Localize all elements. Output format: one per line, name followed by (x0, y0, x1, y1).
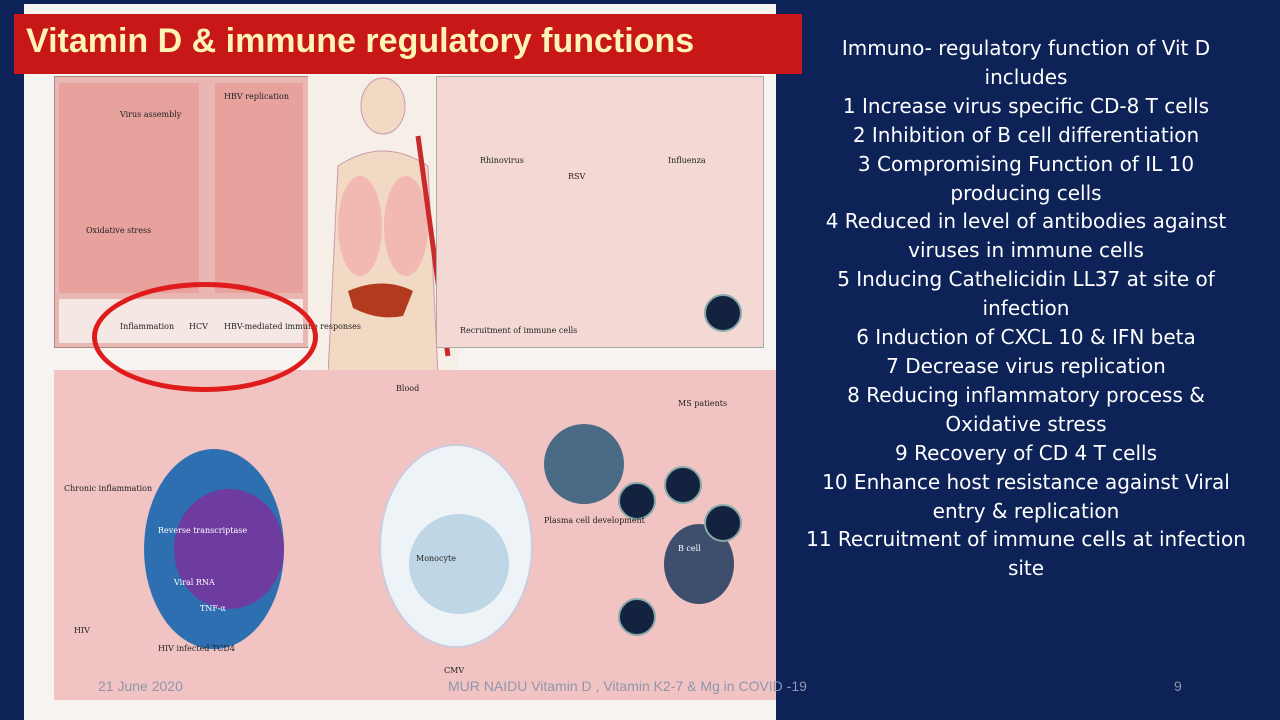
monocyte-nucleus (409, 514, 509, 614)
slide-title: Vitamin D & immune regulatory functions (26, 22, 695, 60)
intro-line: Immuno- regulatory function of Vit D (841, 36, 1211, 60)
list-item: site (1007, 556, 1045, 581)
footer-author: MUR NAIDU Vitamin D , Vitamin K2-7 & Mg … (448, 678, 807, 694)
label-reverse-transcriptase: Reverse transcriptase (158, 526, 248, 535)
label-cmv: CMV (444, 666, 465, 675)
list-item: 11 Recruitment of immune cells at infect… (806, 527, 1246, 552)
footer-date: 21 June 2020 (98, 678, 183, 694)
list-item: viruses in immune cells (908, 238, 1144, 263)
cd4-nucleus (174, 489, 284, 609)
label-virus-assembly: Virus assembly (120, 110, 182, 119)
list-item: 5 Inducing Cathelicidin LL37 at site of (837, 267, 1215, 292)
list-item: 3 Compromising Function of IL 10 (857, 151, 1195, 176)
list-item: entry & replication (932, 498, 1120, 523)
plasma-cell (544, 424, 624, 504)
label-influenza: Influenza (668, 156, 706, 165)
label-oxidative-stress: Oxidative stress (86, 226, 152, 235)
list-item: 1 Increase virus specific CD-8 T cells (842, 93, 1210, 118)
label-b-cell: B cell (678, 544, 701, 553)
list-item: 10 Enhance host resistance against Viral (822, 469, 1230, 494)
label-rhinovirus: Rhinovirus (480, 156, 524, 165)
label-recruitment: Recruitment of immune cells (460, 326, 578, 335)
cd8-cell (618, 598, 656, 636)
human-body-illustration (308, 76, 458, 377)
list-item: infection (982, 296, 1070, 321)
cd8-cell (618, 482, 656, 520)
function-list: Immuno- regulatory function of Vit D inc… (780, 34, 1272, 583)
cd8-cell (664, 466, 702, 504)
vitamin-d-figure-image: HBV replication Virus assembly Oxidative… (24, 4, 776, 720)
list-item: 2 Inhibition of B cell differentiation (852, 122, 1200, 147)
label-monocyte: Monocyte (416, 554, 456, 563)
label-viral-rna: Viral RNA (174, 578, 215, 587)
label-ms-patients: MS patients (678, 399, 728, 408)
label-tnf: TNF-α (200, 604, 226, 613)
label-hiv: HIV (74, 626, 90, 635)
label-chronic-inflammation: Chronic inflammation (64, 484, 153, 493)
cd8-cell (704, 504, 742, 542)
list-item: 4 Reduced in level of antibodies against (825, 209, 1227, 234)
hepatocyte-right (215, 83, 303, 293)
label-hiv-infected: HIV infected TCD4 (158, 644, 235, 653)
cd8-cell (704, 294, 742, 332)
label-rsv: RSV (568, 172, 586, 181)
title-bar: Vitamin D & immune regulatory functions (14, 14, 802, 74)
label-blood: Blood (396, 384, 420, 393)
hepatocyte-left (59, 83, 199, 293)
list-item: 9 Recovery of CD 4 T cells (894, 440, 1158, 465)
list-item: 7 Decrease virus replication (886, 353, 1166, 378)
list-item: 6 Induction of CXCL 10 & IFN beta (856, 325, 1196, 350)
list-item: producing cells (950, 180, 1102, 205)
label-plasma-cell: Plasma cell development (544, 516, 645, 525)
list-item: Oxidative stress (945, 411, 1107, 436)
intro-line: includes (984, 64, 1068, 89)
list-item: 8 Reducing inflammatory process & (847, 382, 1205, 407)
slide-number: 9 (1174, 678, 1182, 694)
label-hbv-replication: HBV replication (224, 92, 289, 101)
highlight-circle (92, 282, 318, 392)
